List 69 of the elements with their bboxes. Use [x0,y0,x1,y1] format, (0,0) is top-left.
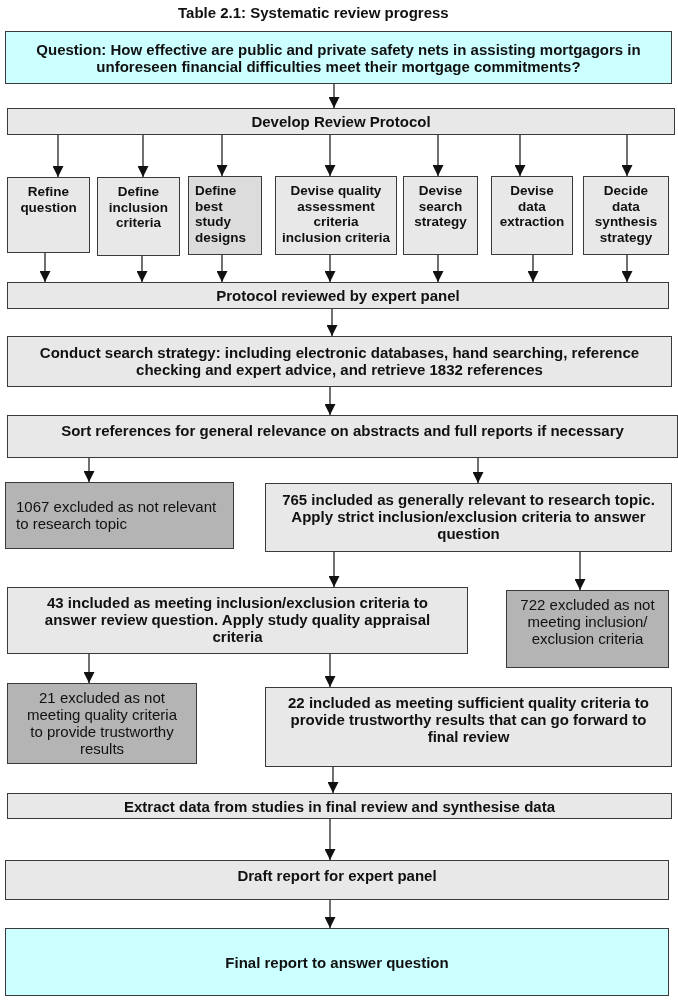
process-box [583,176,669,255]
arrow [574,551,586,591]
process-box [188,176,262,255]
excluded-text: 722 excluded as not meeting inclusion/ exclusion criteria [519,596,656,647]
arrow [137,134,149,178]
step-text: Decide data synthesis strategy [593,183,659,245]
step-text: Sort references for general relevance on abstracts and full reports if necessary [60,422,625,439]
process-box [7,793,672,819]
arrow [432,254,444,283]
arrow [136,255,148,283]
step-text: Define inclusion criteria [107,184,170,231]
process-box [7,415,678,458]
arrow [52,134,64,178]
arrow [324,134,336,177]
step-text: Devise data extraction [499,183,565,230]
process-box [5,860,669,900]
step-text: Draft report for expert panel [236,867,438,884]
step-text: Conduct search strategy: including electronic databases, hand searching, reference checking and expert advice, and retrieve 1832 references [38,344,641,378]
step-text: Devise search strategy [413,183,468,230]
arrow [324,899,336,929]
process-box [7,108,675,135]
process-box [265,483,672,552]
process-box [265,687,672,767]
step-text: Develop Review Protocol [250,113,432,130]
final-report-box [5,928,669,996]
excluded-box [506,590,669,668]
arrow [527,254,539,283]
excluded-text: 21 excluded as not meeting quality criteria to provide trustworthy results [25,689,179,757]
arrow [39,252,51,283]
arrow [472,457,484,484]
arrow [514,134,526,177]
question-box [5,31,672,84]
excluded-box [7,683,197,764]
process-box [97,177,180,256]
step-text: Protocol reviewed by expert panel [215,287,461,304]
step-text: 43 included as meeting inclusion/exclusion criteria to answer review question. Apply study quality appraisal criteria [43,594,432,645]
process-box [491,176,573,255]
arrow [324,818,336,861]
process-box [403,176,478,255]
arrow [432,134,444,177]
arrow [216,134,228,177]
diagram-title: Table 2.1: Systematic review progress [178,4,449,22]
question-text: Question: How effective are public and private safety nets in assisting mortgagors in unforeseen financial difficulties meet their mortgage commitments? [35,40,642,75]
arrow [326,308,338,337]
arrow [621,254,633,283]
arrow [327,766,339,794]
arrow [324,386,336,416]
process-box [7,282,669,309]
arrow [83,653,95,684]
step-text: Extract data from studies in final review and synthesise data [123,797,556,815]
report-text: Final report to answer question [224,953,450,971]
arrow [328,83,340,109]
arrow [324,254,336,283]
process-box [7,587,468,654]
step-text: 765 included as generally relevant to research topic. Apply strict inclusion/exclusion criteria to answer question [281,491,656,542]
arrow [216,254,228,283]
arrow [83,457,95,483]
arrow [324,653,336,688]
step-text: Define best study designs [195,183,247,245]
step-text: inclusion criteria [280,229,391,245]
arrow [328,551,340,588]
step-text: 22 included as meeting sufficient quality criteria to provide trustworthy results that can go forward to final review [287,694,650,745]
excluded-box [5,482,234,549]
process-box [7,336,672,387]
step-text: Refine question [19,184,78,215]
process-box [7,177,90,253]
arrow [621,134,633,177]
excluded-text: 1067 excluded as not relevant to research topic [16,498,218,532]
process-box [275,176,397,255]
